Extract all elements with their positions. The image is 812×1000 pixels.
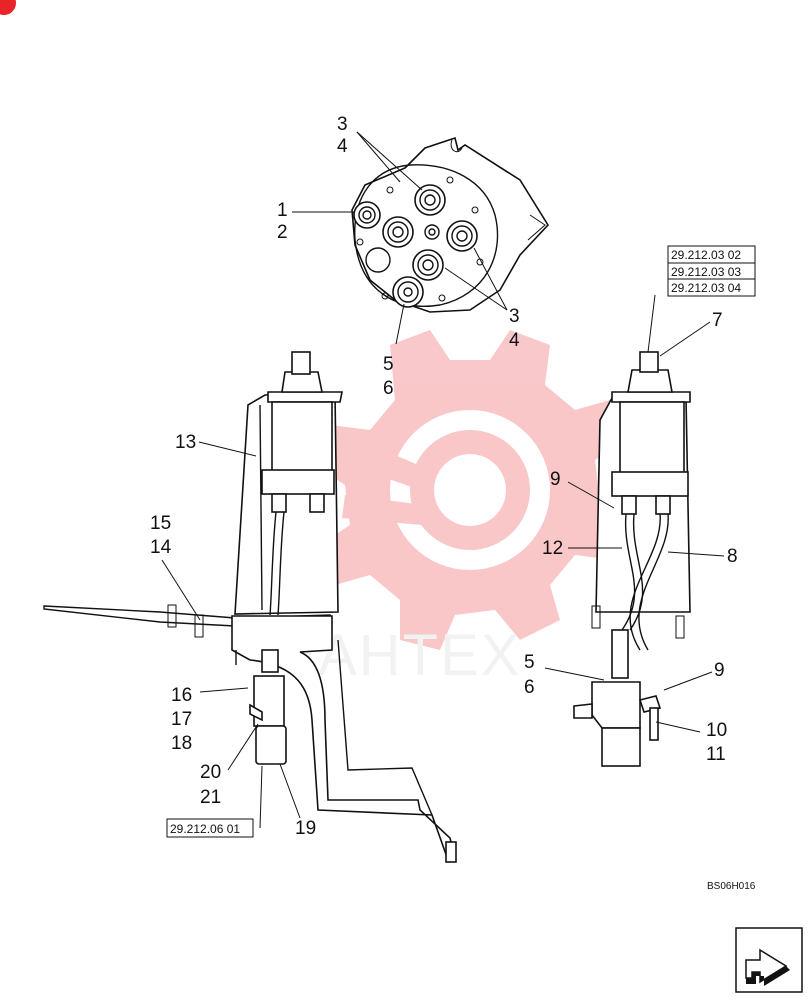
next-page-arrow-icon[interactable] [735, 927, 803, 993]
right-pump-assembly [573, 351, 691, 767]
reference-box-lower-left: 29.212.06 01 [166, 818, 254, 838]
callout-14: 14 [150, 537, 172, 558]
callout-5-right: 5 [524, 652, 535, 673]
callout-11: 11 [706, 744, 726, 765]
port-1 [353, 201, 381, 229]
callout-20: 20 [200, 762, 221, 783]
callout-4-top: 4 [337, 136, 348, 157]
reference-code-lower: 29.212.06 01 [170, 822, 240, 836]
port-right [446, 220, 478, 252]
callout-3-top: 3 [337, 114, 348, 135]
callout-12: 12 [542, 538, 563, 559]
callout-7: 7 [712, 310, 723, 331]
callout-9-lower: 9 [714, 660, 725, 681]
callout-6-right: 6 [524, 677, 535, 698]
reference-box-upper-right: 29.212.03 02 29.212.03 03 29.212.03 04 [667, 245, 756, 297]
watermark-text: IAHTEX [300, 623, 522, 688]
callout-1: 1 [277, 200, 288, 221]
reference-code-2: 29.212.03 03 [671, 265, 741, 279]
left-pump-assembly [43, 351, 457, 863]
port-bottom [392, 276, 424, 308]
callout-6-top: 6 [383, 378, 394, 399]
leader-lines [161, 131, 725, 829]
callout-18: 18 [171, 733, 192, 754]
callout-13: 13 [175, 432, 196, 453]
callout-15: 15 [150, 513, 171, 534]
callout-8: 8 [727, 546, 738, 567]
watermark: IAHTEX [300, 330, 630, 688]
callout-21: 21 [200, 787, 221, 808]
callout-4-right: 4 [509, 330, 520, 351]
drawing-code: BS06H016 [707, 881, 756, 892]
callout-10: 10 [706, 720, 727, 741]
callout-17: 17 [171, 709, 192, 730]
port-lower [412, 249, 444, 281]
reference-code-3: 29.212.03 04 [671, 281, 741, 295]
port-top [414, 184, 446, 216]
callout-19: 19 [295, 818, 316, 839]
callout-3-right: 3 [509, 306, 520, 327]
callout-16: 16 [171, 685, 192, 706]
reference-code-1: 29.212.03 02 [671, 248, 741, 262]
port-left [382, 216, 414, 248]
callout-2: 2 [277, 222, 288, 243]
brand-logo-corner [0, 0, 16, 15]
top-valve-assembly [351, 136, 550, 313]
port-center [424, 224, 440, 240]
watermark-gear-icon [315, 330, 630, 650]
callout-5-top: 5 [383, 354, 394, 375]
callout-9-upper: 9 [550, 469, 561, 490]
